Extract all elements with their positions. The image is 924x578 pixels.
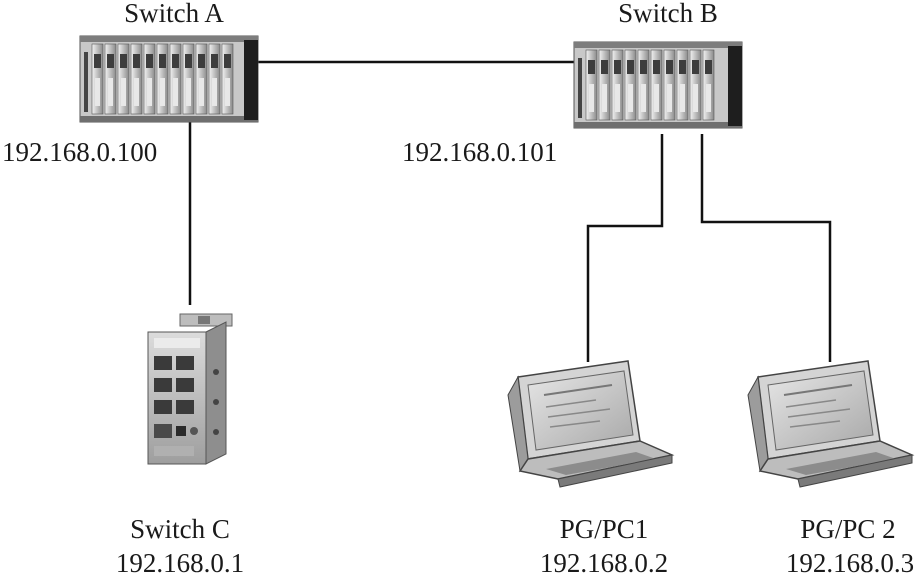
rack-module-label [199, 78, 204, 106]
link-switch-b-to-pgpc1 [586, 134, 664, 362]
pgpc1-name: PG/PC1 [560, 514, 649, 544]
rack-module-label [680, 84, 685, 112]
rack-module-label [225, 78, 230, 106]
rack-module-label [667, 84, 672, 112]
link-switch-b-to-pgpc2 [700, 134, 832, 362]
rack-module-port [107, 54, 114, 68]
switch-a-name: Switch A [124, 0, 224, 28]
rack-module-port [627, 60, 634, 74]
rack-module-port [185, 54, 192, 68]
rack-module-port [146, 54, 153, 68]
rack-module-label [160, 78, 165, 106]
rack-module-label [654, 84, 659, 112]
rack-module-label [615, 84, 620, 112]
rack-module-port [172, 54, 179, 68]
rack-module-port [198, 54, 205, 68]
rack-module-label [602, 84, 607, 112]
rack-module-label [212, 78, 217, 106]
laptop-icon [747, 360, 915, 488]
pgpc1-ip: 192.168.0.2 [540, 548, 668, 578]
switch-b-name: Switch B [618, 0, 718, 28]
rack-module-label [134, 78, 139, 106]
switch-a-ip: 192.168.0.100 [2, 137, 157, 167]
rack-module-label [173, 78, 178, 106]
switch-c-ip: 192.168.0.1 [116, 548, 244, 578]
rack-module-port [653, 60, 660, 74]
rack-module-label [147, 78, 152, 106]
rack-module-port [666, 60, 673, 74]
rack-module-port [224, 54, 231, 68]
rack-module-port [614, 60, 621, 74]
rack-module-port [679, 60, 686, 74]
rack-module-port [211, 54, 218, 68]
switch-b-ip: 192.168.0.101 [402, 137, 557, 167]
rack-module-label [121, 78, 126, 106]
rack-module-label [693, 84, 698, 112]
switch-c-name: Switch C [130, 514, 230, 544]
compact-switch-icon [147, 313, 233, 465]
rack-module-port [601, 60, 608, 74]
rack-module-label [108, 78, 113, 106]
rack-switch-icon [573, 41, 743, 129]
rack-module-port [640, 60, 647, 74]
links [188, 60, 832, 362]
pgpc2-ip: 192.168.0.3 [786, 548, 914, 578]
rack-module-port [705, 60, 712, 74]
rack-module-port [692, 60, 699, 74]
laptop-icon [507, 360, 675, 488]
rack-module-port [159, 54, 166, 68]
rack-module-label [706, 84, 711, 112]
pgpc2-name: PG/PC 2 [800, 514, 895, 544]
rack-module-port [94, 54, 101, 68]
rack-module-label [641, 84, 646, 112]
rack-module-label [95, 78, 100, 106]
rack-switch-icon [79, 35, 259, 123]
rack-module-port [588, 60, 595, 74]
rack-module-label [186, 78, 191, 106]
rack-module-port [120, 54, 127, 68]
rack-module-port [133, 54, 140, 68]
rack-module-label [589, 84, 594, 112]
rack-module-label [628, 84, 633, 112]
